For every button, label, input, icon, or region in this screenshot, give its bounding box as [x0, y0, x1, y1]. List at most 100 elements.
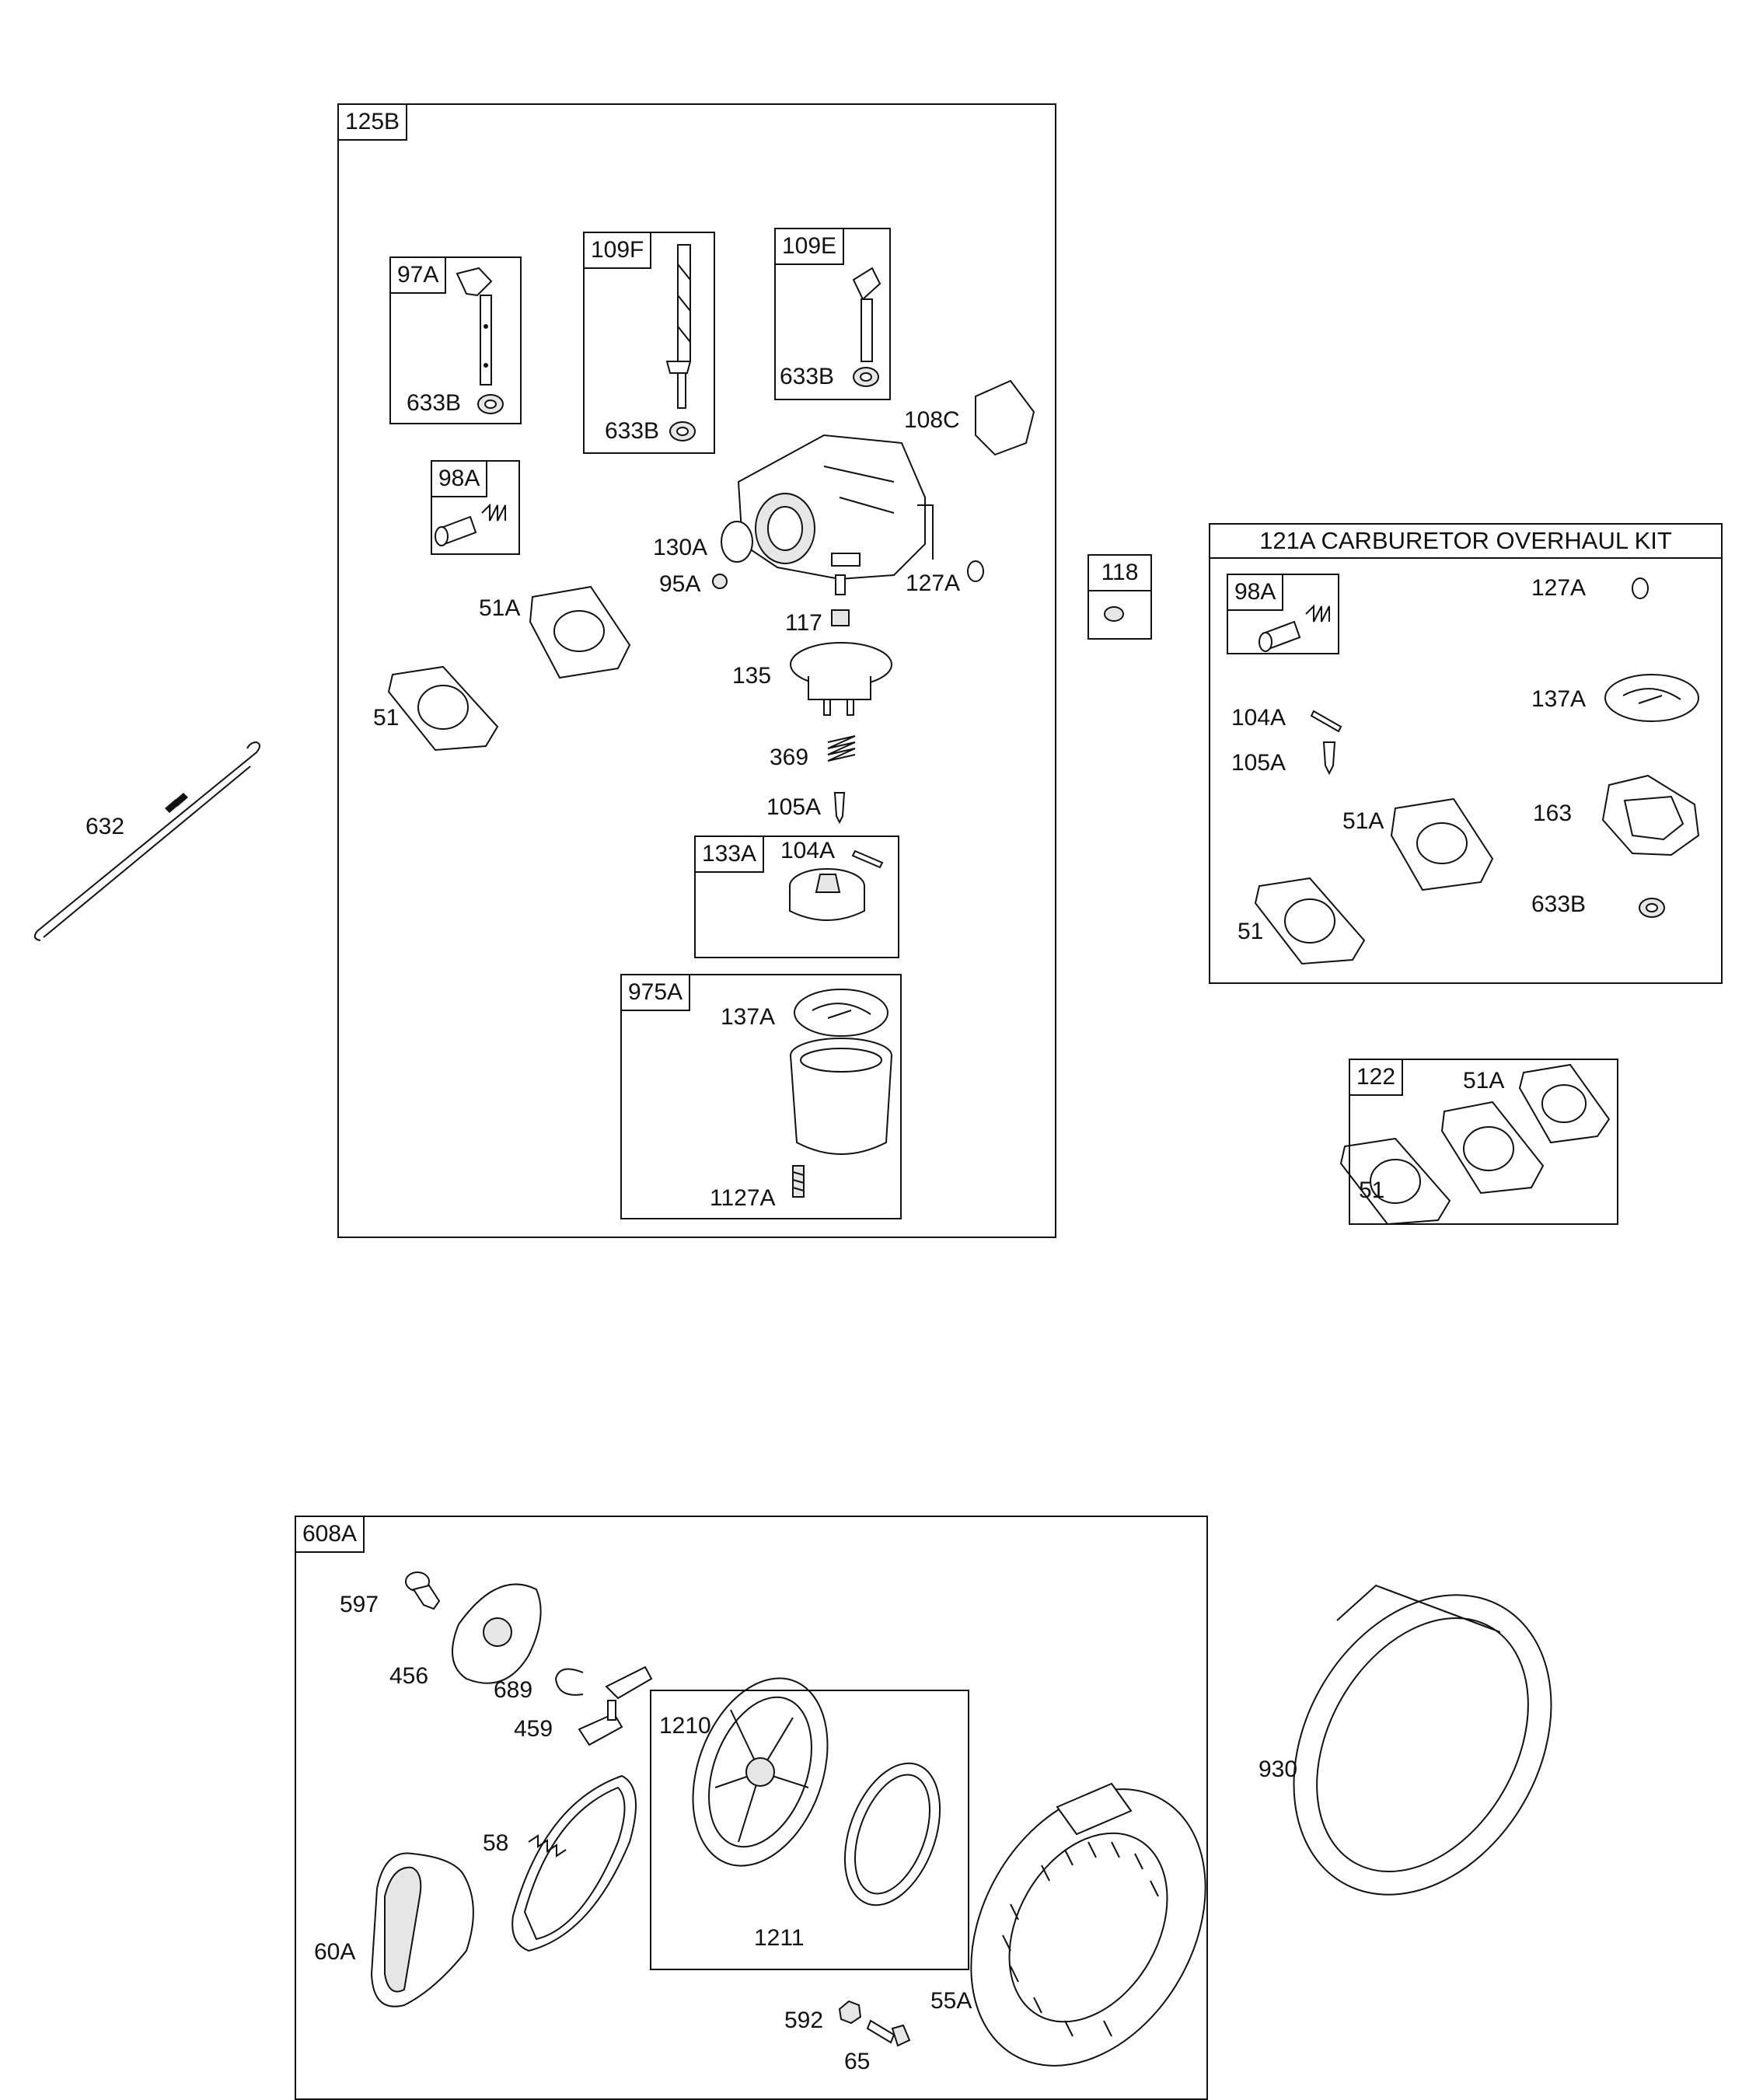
carburetor-body-drawing	[737, 434, 934, 595]
label-633b-109e[interactable]: 633B	[780, 364, 835, 389]
label-135[interactable]: 135	[732, 663, 772, 689]
subkit-1210-box	[650, 1690, 969, 1970]
screw-95a-drawing	[712, 574, 728, 589]
kit-125b-tag[interactable]: 125B	[339, 105, 408, 141]
subkit-133a-tag[interactable]: 133A	[696, 837, 765, 873]
subkit-975a-box: 975A	[620, 974, 902, 1219]
kit-washer-drawing	[1639, 898, 1665, 918]
pawl-retainer-456-drawing	[452, 1583, 542, 1684]
label-104a-133a[interactable]: 104A	[780, 838, 836, 863]
kit-o-ring-drawing	[1632, 577, 1649, 599]
kit-121a-subkit-98a-tag[interactable]: 98A	[1228, 575, 1284, 611]
bowl-gasket-drawing	[794, 989, 888, 1037]
label-633b-97a[interactable]: 633B	[407, 390, 462, 416]
label-633b-109f[interactable]: 633B	[605, 418, 660, 444]
kit-needle-drawing	[1322, 741, 1336, 776]
label-127a[interactable]: 127A	[906, 570, 961, 596]
subkit-109f-tag[interactable]: 109F	[585, 233, 652, 269]
blower-housing-930-drawing	[1293, 1584, 1552, 1896]
label-930[interactable]: 930	[1259, 1756, 1298, 1782]
throttle-shaft-short-drawing	[852, 267, 881, 387]
subkit-109f-box: 109F	[583, 232, 715, 454]
label-58[interactable]: 58	[483, 1830, 509, 1856]
needle-105a-drawing	[833, 792, 846, 825]
label-369[interactable]: 369	[770, 745, 809, 770]
gasket-51a-drawing	[529, 585, 631, 679]
kit-121a-subkit-98a-box: 98A	[1227, 574, 1339, 654]
retainer-ring-689-drawing	[554, 1668, 584, 1696]
starter-housing-55a-drawing	[970, 1782, 1206, 2067]
label-117[interactable]: 117	[785, 610, 822, 636]
subkit-975a-tag[interactable]: 975A	[622, 975, 691, 1011]
label-55a[interactable]: 55A	[930, 1988, 972, 2014]
kit-label-51a[interactable]: 51A	[1342, 808, 1384, 834]
label-51[interactable]: 51	[373, 705, 400, 731]
pawl-459-drawing	[578, 1666, 653, 1746]
label-137a-975a[interactable]: 137A	[721, 1004, 776, 1030]
kit-screw-spring-drawing	[1259, 604, 1330, 652]
nut-592-drawing	[838, 2000, 862, 2025]
subkit-98a-box: 98A	[431, 460, 520, 555]
pin-104a-drawing	[851, 849, 884, 869]
float-bowl-drawing	[790, 1038, 892, 1155]
label-597[interactable]: 597	[340, 1592, 379, 1617]
rope-spring-1211-drawing	[843, 1762, 941, 1906]
part-118-box: 118	[1087, 554, 1152, 640]
kit-label-104a[interactable]: 104A	[1231, 705, 1286, 731]
subkit-97a-box: 97A	[389, 256, 522, 424]
kit-label-127a[interactable]: 127A	[1531, 575, 1587, 601]
kit-label-105a[interactable]: 105A	[1231, 750, 1286, 776]
label-1127a[interactable]: 1127A	[710, 1185, 776, 1211]
kit-label-137a[interactable]: 137A	[1531, 686, 1587, 712]
idle-screw-spring-drawing	[435, 503, 506, 546]
label-105a[interactable]: 105A	[766, 794, 822, 820]
label-1210[interactable]: 1210	[659, 1713, 711, 1739]
label-459[interactable]: 459	[514, 1716, 553, 1742]
gasket-108c-drawing	[975, 379, 1035, 456]
subkit-109e-box: 109E	[774, 228, 891, 400]
label-456[interactable]: 456	[389, 1663, 429, 1689]
label-592[interactable]: 592	[784, 2008, 824, 2033]
o-ring-127a-drawing	[967, 560, 984, 582]
kit-gasket-51-drawing	[1254, 877, 1366, 965]
label-689[interactable]: 689	[494, 1677, 533, 1703]
kit-label-633b[interactable]: 633B	[1531, 891, 1587, 917]
gasket-51-drawing	[387, 665, 499, 752]
kit-121a-box: 121A CARBURETOR OVERHAUL KIT	[1209, 523, 1723, 984]
label-130a[interactable]: 130A	[653, 535, 708, 560]
kit-label-163[interactable]: 163	[1533, 801, 1573, 826]
kit-bowl-gasket-drawing	[1604, 674, 1699, 722]
recoil-spring-58-drawing	[511, 1774, 637, 1952]
kit-122-box: 122	[1349, 1059, 1618, 1225]
label-51a[interactable]: 51A	[479, 595, 521, 621]
float-drawing	[790, 642, 892, 716]
subkit-97a-tag[interactable]: 97A	[391, 258, 447, 294]
label-108c[interactable]: 108C	[904, 407, 960, 433]
gasket-130a-drawing	[721, 521, 753, 563]
kit-gasket-163-drawing	[1601, 774, 1700, 856]
part-118-tag[interactable]: 118	[1089, 556, 1150, 591]
label-1211[interactable]: 1211	[754, 1925, 805, 1951]
bowl-screw-drawing	[792, 1165, 805, 1198]
kit-gasket-51a-drawing	[1390, 797, 1494, 891]
subkit-133a-box: 133A	[694, 835, 899, 958]
label-60a[interactable]: 60A	[314, 1939, 356, 1965]
kit-122-label-51a[interactable]: 51A	[1463, 1068, 1505, 1094]
bowl-insert-drawing	[789, 868, 865, 921]
label-65[interactable]: 65	[844, 2049, 871, 2074]
kit-608a-box: 608A	[295, 1516, 1208, 2100]
kit-label-51[interactable]: 51	[1238, 919, 1264, 944]
label-632[interactable]: 632	[86, 814, 125, 839]
label-95a[interactable]: 95A	[659, 571, 701, 597]
choke-link-rod-drawing	[33, 741, 260, 941]
subkit-98a-tag[interactable]: 98A	[432, 462, 488, 497]
pulley-1210-drawing	[692, 1677, 829, 1867]
starter-handle-60a-drawing	[370, 1852, 474, 2008]
kit-608a-tag[interactable]: 608A	[296, 1517, 365, 1553]
kit-121a-title[interactable]: 121A CARBURETOR OVERHAUL KIT	[1210, 525, 1721, 559]
kit-122-tag[interactable]: 122	[1350, 1060, 1404, 1096]
bolt-65-drawing	[866, 2019, 911, 2047]
kit-122-label-51[interactable]: 51	[1359, 1177, 1385, 1203]
subkit-109e-tag[interactable]: 109E	[776, 229, 845, 265]
